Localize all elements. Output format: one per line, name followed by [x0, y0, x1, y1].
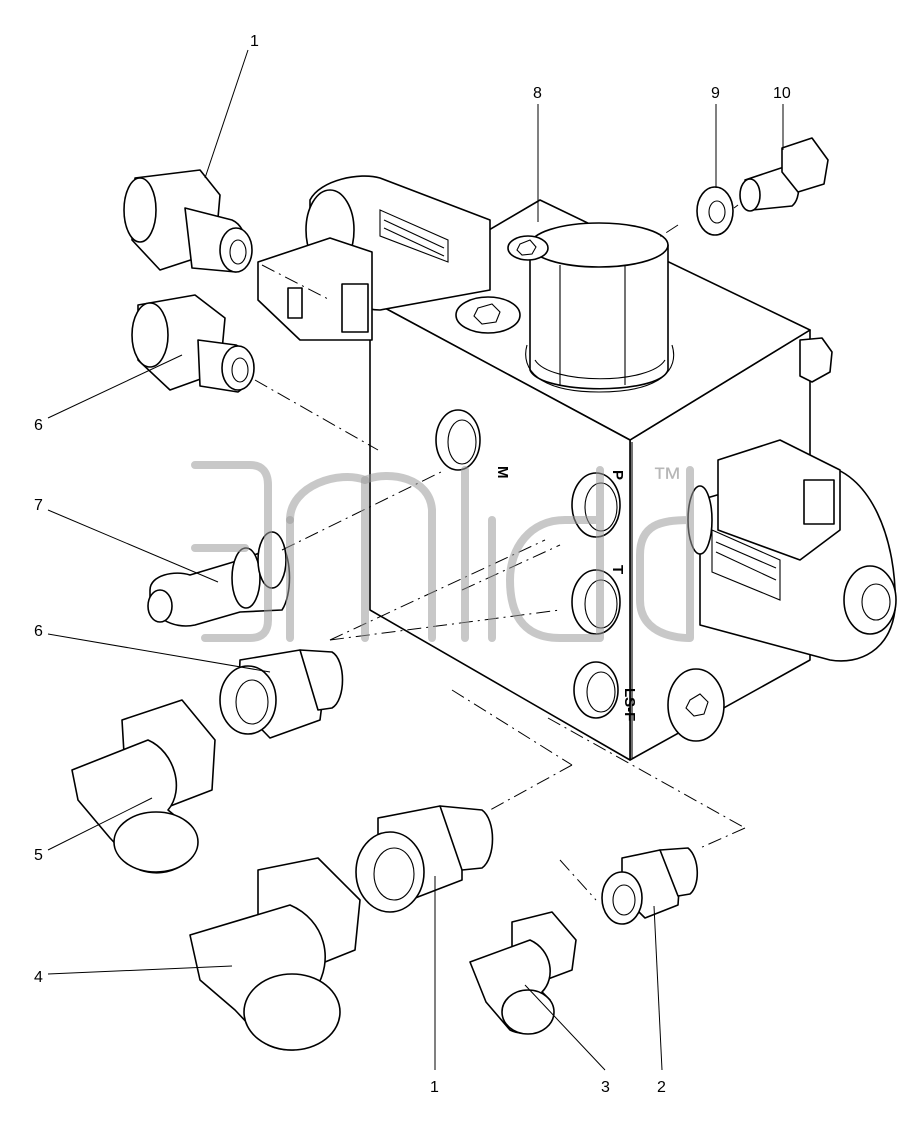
valve-cap [525, 222, 675, 393]
callout-9: 9 [711, 85, 720, 102]
elbow-4 [189, 857, 361, 1051]
callout-1-top: 1 [250, 33, 259, 50]
leader-lines [47, 49, 784, 1071]
solenoid-right [687, 439, 897, 662]
side-plugs [667, 337, 833, 742]
solenoid-upper [257, 175, 491, 341]
bolt-10 [739, 137, 829, 212]
callout-6-upper: 6 [34, 417, 43, 434]
port-m [435, 409, 481, 471]
fitting-2 [601, 847, 699, 925]
callout-3: 3 [601, 1079, 610, 1096]
top-socket-screws [455, 235, 549, 334]
port-label-m: M [494, 466, 511, 479]
callout-6-lower: 6 [34, 623, 43, 640]
fitting-6-lower [219, 649, 344, 739]
port-label-lsf: LS-F [621, 688, 638, 721]
port-label-t: T [609, 565, 626, 574]
fitting-6-upper [131, 294, 255, 393]
callout-8: 8 [533, 85, 542, 102]
washer-9 [696, 186, 734, 236]
elbow-3 [469, 911, 577, 1035]
fitting-1-upper [123, 169, 253, 273]
callout-5: 5 [34, 847, 43, 864]
callout-numbers: 1 6 7 6 5 4 1 3 2 8 9 10 [34, 33, 791, 1096]
callout-7: 7 [34, 497, 43, 514]
callout-10: 10 [773, 85, 791, 102]
port-label-p: P [609, 470, 626, 480]
elbow-5 [71, 699, 216, 874]
fitting-1-lower [355, 805, 494, 913]
watermark-logo: ™ [191, 461, 694, 643]
watermark-trademark: ™ [652, 462, 682, 495]
callout-1-bottom: 1 [430, 1079, 439, 1096]
callout-4: 4 [34, 969, 43, 986]
callout-2: 2 [657, 1079, 666, 1096]
port-lsf [573, 661, 619, 719]
